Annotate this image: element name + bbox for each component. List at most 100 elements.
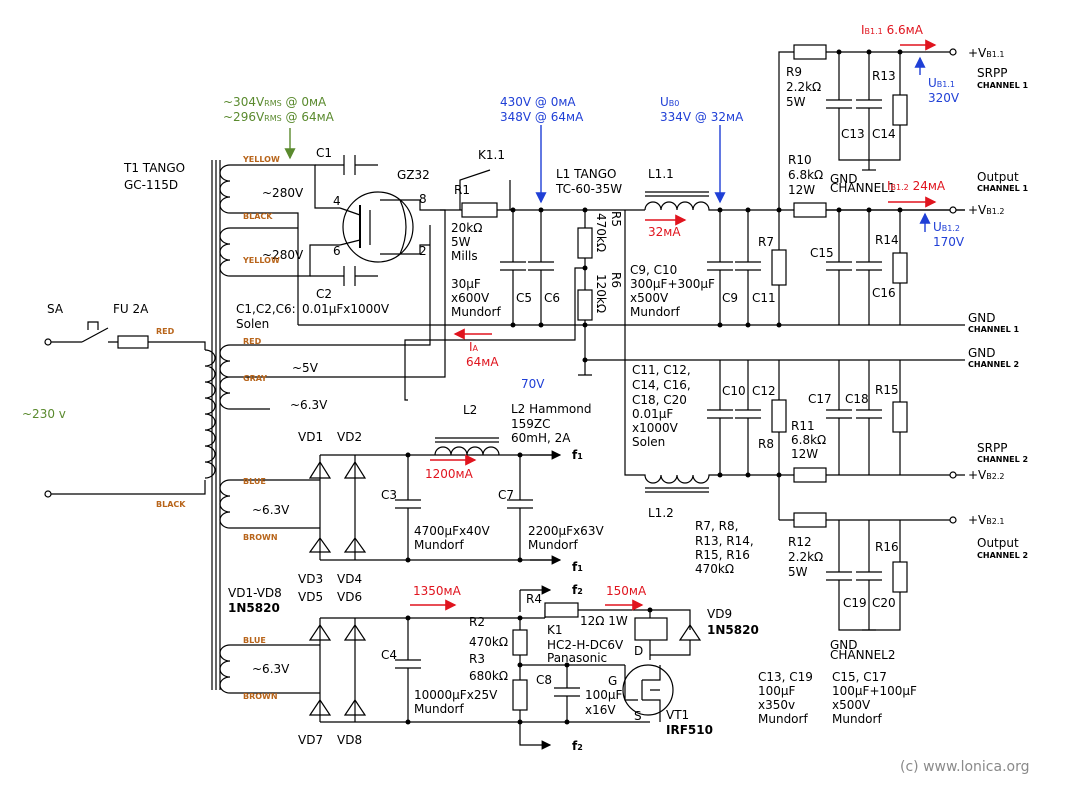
r10-resistor: [793, 202, 827, 218]
svg-text:C15: C15: [810, 246, 834, 260]
svg-text:R12: R12: [788, 535, 812, 549]
svg-text:C18, C20: C18, C20: [632, 393, 687, 407]
svg-text:K1: K1: [547, 623, 563, 637]
svg-text:5W: 5W: [451, 235, 471, 249]
svg-text:20kΩ: 20kΩ: [451, 221, 482, 235]
svg-text:R2: R2: [469, 615, 485, 629]
svg-text:C16: C16: [872, 286, 896, 300]
svg-text:G: G: [608, 674, 617, 688]
svg-text:60mH, 2A: 60mH, 2A: [511, 431, 571, 445]
transformer-core: [211, 160, 221, 690]
svg-text:IRF510: IRF510: [666, 723, 713, 737]
channel1-filter: [778, 44, 965, 325]
svg-text:12W: 12W: [791, 447, 818, 461]
svg-text:R6: R6: [609, 272, 623, 288]
svg-text:VD1-VD8: VD1-VD8: [228, 586, 282, 600]
svg-text:CHANNEL 1: CHANNEL 1: [977, 184, 1028, 193]
r4-resistor: [544, 602, 579, 618]
svg-text:R11: R11: [791, 419, 815, 433]
channel1-labels: R9 2.2kΩ 5W R13 C13 C14 IB1.1 6.6мА UB1.…: [786, 23, 1028, 334]
svg-text:12W: 12W: [788, 183, 815, 197]
svg-text:BROWN: BROWN: [243, 533, 278, 542]
svg-text:1350мА: 1350мА: [413, 584, 462, 598]
svg-text:VT1: VT1: [666, 708, 689, 722]
svg-text:32мА: 32мА: [648, 225, 681, 239]
svg-text:100µF+100µF: 100µF+100µF: [832, 684, 917, 698]
heater-supply-2: [308, 590, 702, 750]
svg-text:680kΩ: 680kΩ: [469, 669, 508, 683]
svg-text:CHANNEL 1: CHANNEL 1: [968, 325, 1019, 334]
svg-text:C6: C6: [544, 291, 560, 305]
svg-text:C14: C14: [872, 127, 896, 141]
fuse-symbol: [117, 335, 149, 349]
svg-text:+VB1.2: +VB1.2: [968, 203, 1004, 217]
svg-text:~280V: ~280V: [262, 248, 304, 262]
svg-text:R1: R1: [454, 183, 470, 197]
svg-text:Mundorf: Mundorf: [758, 712, 808, 726]
mains-voltage: ~230 v: [22, 407, 66, 421]
t1-part: GC-115D: [124, 178, 178, 192]
svg-text:R16: R16: [875, 540, 899, 554]
svg-text:1N5820: 1N5820: [228, 601, 280, 615]
svg-text:150мА: 150мА: [606, 584, 647, 598]
svg-text:C1,C2,C6:: C1,C2,C6:: [236, 302, 296, 316]
svg-text:VD1: VD1: [298, 430, 323, 444]
svg-text:x1000V: x1000V: [632, 421, 679, 435]
svg-text:100µF: 100µF: [758, 684, 796, 698]
svg-text:0.01µF: 0.01µF: [632, 407, 673, 421]
copyright: (c) www.lonica.org: [900, 759, 1030, 775]
svg-text:SA: SA: [47, 302, 64, 316]
svg-text:120kΩ: 120kΩ: [594, 274, 608, 313]
svg-text:1N5820: 1N5820: [707, 623, 759, 637]
svg-text:GND: GND: [968, 346, 996, 360]
svg-text:C11: C11: [752, 291, 776, 305]
channel2-filter: [624, 210, 965, 631]
svg-text:IA: IA: [469, 340, 479, 354]
svg-text:C5: C5: [516, 291, 532, 305]
svg-text:R14: R14: [875, 233, 899, 247]
svg-text:Mundorf: Mundorf: [414, 702, 464, 716]
svg-text:VD8: VD8: [337, 733, 362, 747]
r1-resistor: [461, 202, 498, 218]
svg-text:TC-60-35W: TC-60-35W: [555, 182, 622, 196]
svg-text:L1 TANGO: L1 TANGO: [556, 167, 616, 181]
svg-text:Solen: Solen: [236, 317, 269, 331]
svg-text:C2: C2: [316, 287, 332, 301]
svg-text:2.2kΩ: 2.2kΩ: [788, 550, 823, 564]
svg-text:170V: 170V: [933, 235, 965, 249]
svg-text:470kΩ: 470kΩ: [695, 562, 734, 576]
voltage-arrows: [284, 56, 931, 232]
svg-text:0.01µFx1000V: 0.01µFx1000V: [302, 302, 390, 316]
svg-text:S: S: [634, 709, 642, 723]
svg-text:x500V: x500V: [832, 698, 871, 712]
svg-text:CHANNEL 1: CHANNEL 1: [977, 81, 1028, 90]
svg-text:x600V: x600V: [451, 291, 490, 305]
r9-resistor: [793, 44, 827, 60]
svg-text:Mills: Mills: [451, 249, 478, 263]
svg-text:GND: GND: [830, 638, 858, 652]
svg-text:CHANNEL 2: CHANNEL 2: [977, 455, 1028, 464]
hv-rail: [298, 169, 965, 401]
svg-text:BROWN: BROWN: [243, 692, 278, 701]
t1-ref: T1: [123, 161, 139, 175]
svg-text:Mundorf: Mundorf: [630, 305, 680, 319]
svg-text:4: 4: [333, 194, 341, 208]
mains-input: [44, 321, 216, 498]
svg-text:30µF: 30µF: [451, 277, 481, 291]
heater-labels: VD1 VD2 VD3 VD4 C3 4700µFx40V Mundorf L2…: [228, 402, 759, 753]
svg-text:~6.3V: ~6.3V: [290, 398, 328, 412]
svg-text:C1: C1: [316, 146, 332, 160]
svg-text:Solen: Solen: [632, 435, 665, 449]
svg-text:R7: R7: [758, 235, 774, 249]
svg-text:GRAY: GRAY: [243, 374, 267, 383]
svg-text:430V @ 0мА: 430V @ 0мА: [500, 95, 576, 109]
svg-text:C17: C17: [808, 392, 832, 406]
svg-text:~304VRMS @ 0мА: ~304VRMS @ 0мА: [223, 95, 327, 109]
svg-text:VD6: VD6: [337, 590, 362, 604]
svg-text:300µF+300µF: 300µF+300µF: [630, 277, 715, 291]
svg-text:70V: 70V: [521, 377, 545, 391]
svg-text:CHANNEL2: CHANNEL2: [830, 648, 895, 662]
c1-c2-caps: [310, 155, 378, 286]
svg-text:+VB1.1: +VB1.1: [968, 46, 1004, 60]
svg-text:Mundorf: Mundorf: [414, 538, 464, 552]
